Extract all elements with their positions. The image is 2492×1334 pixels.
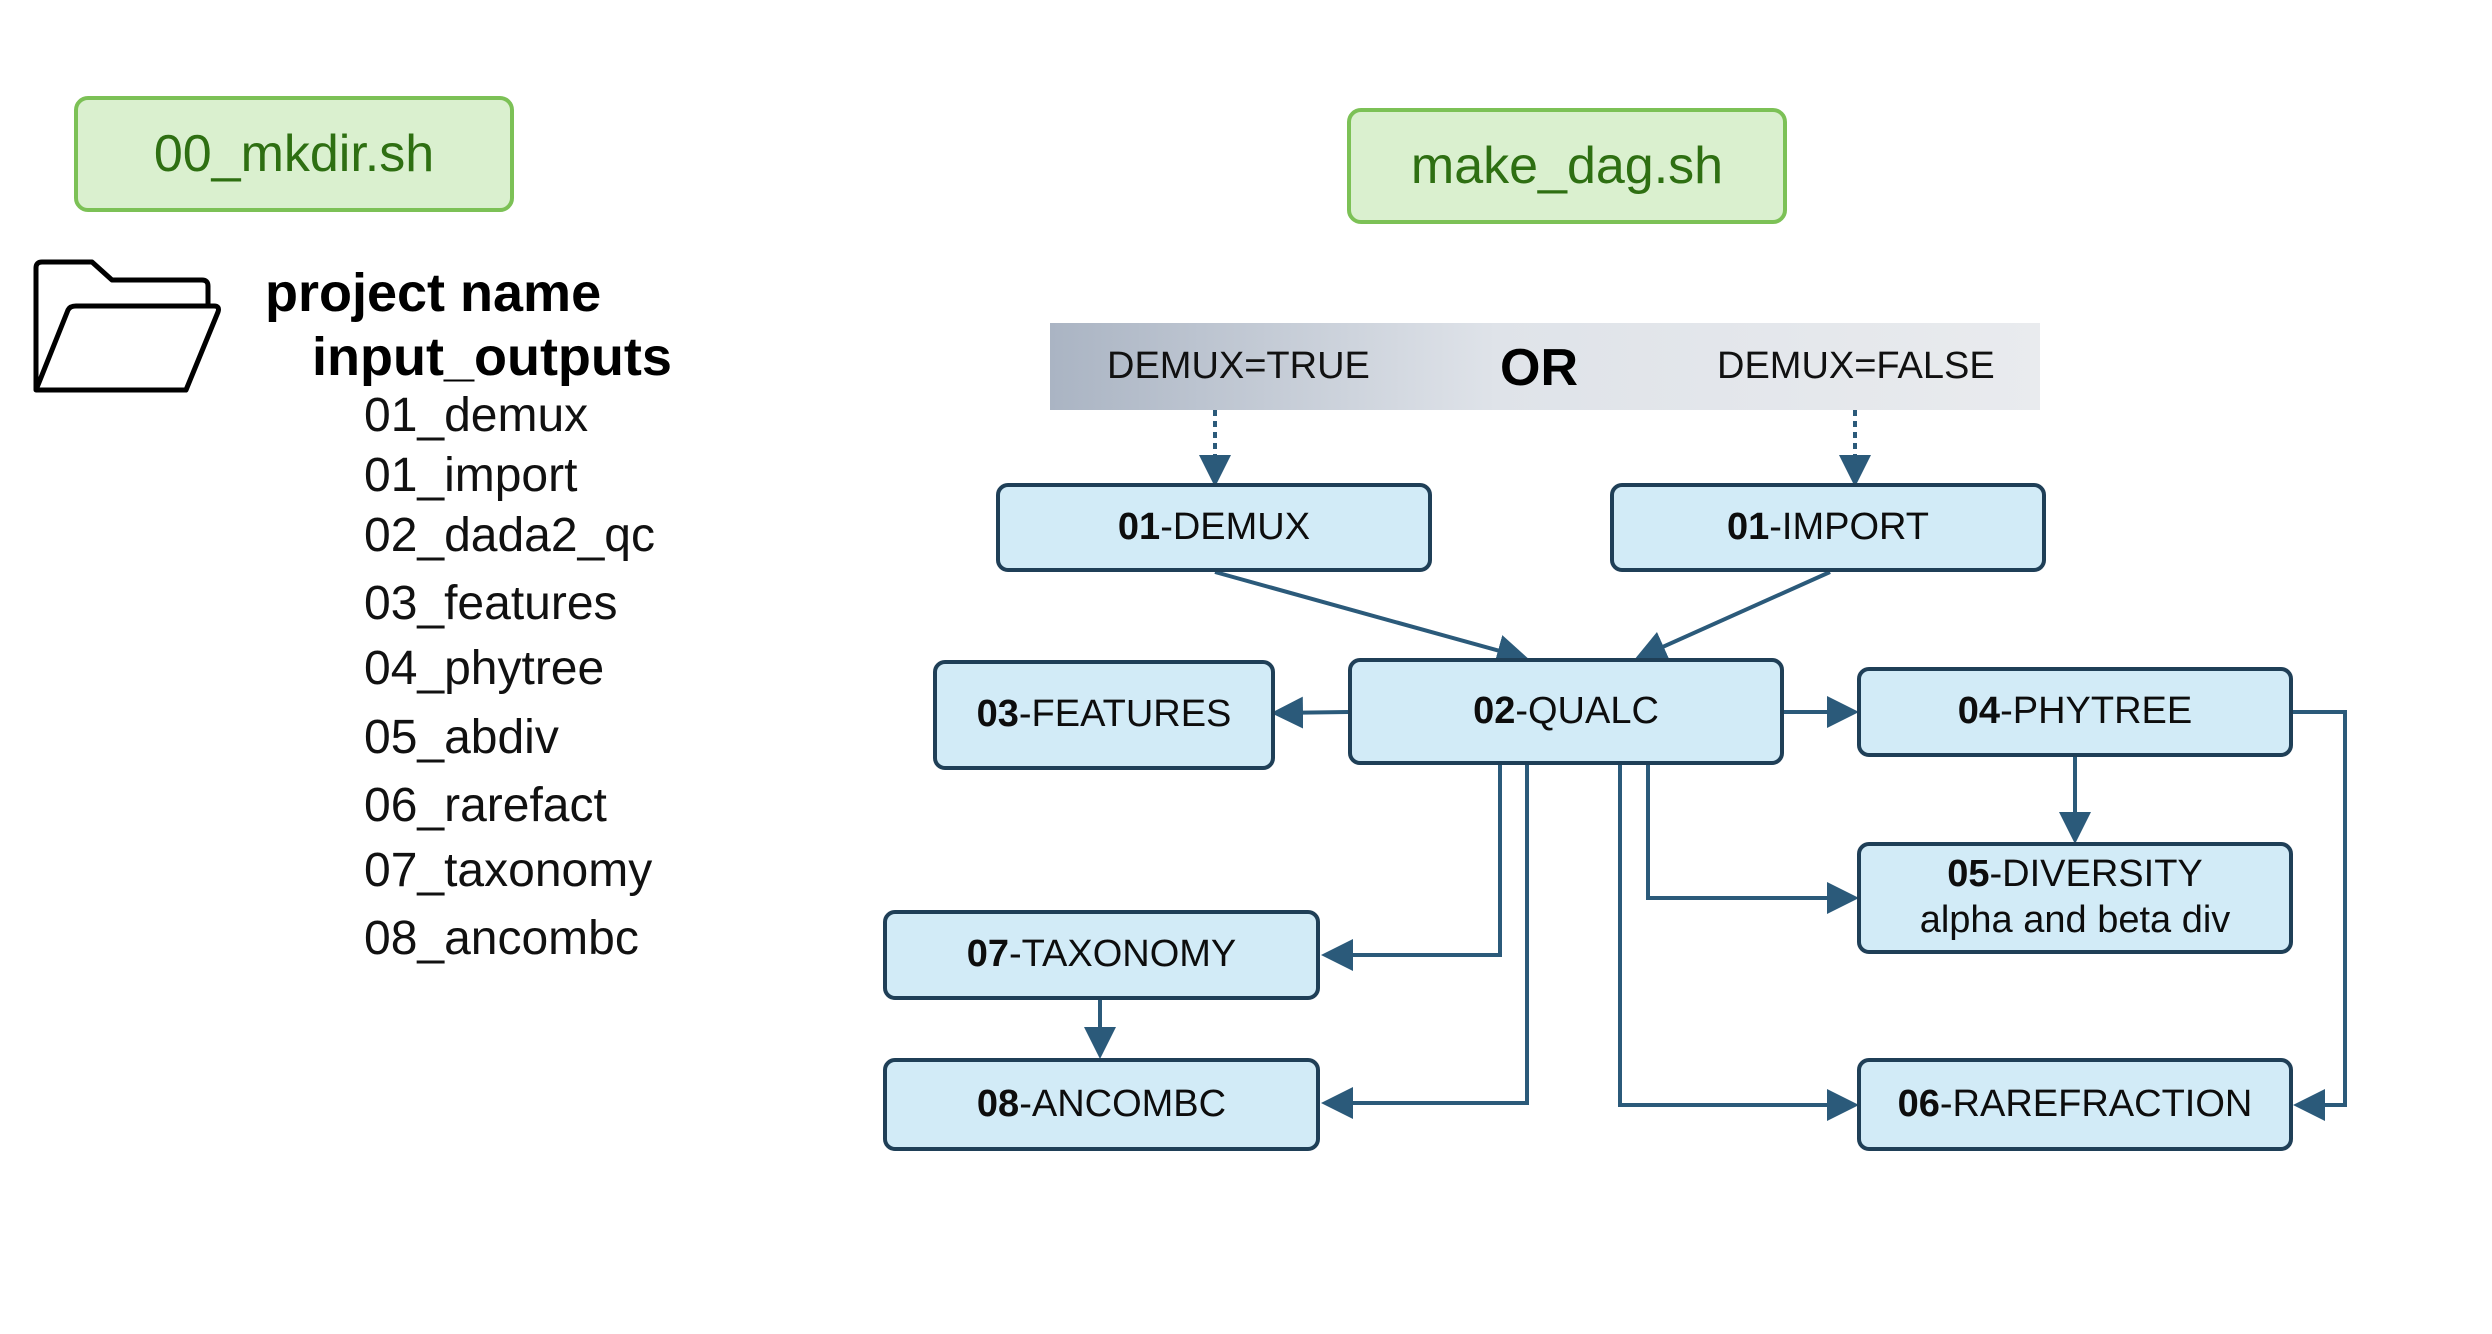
folder-item: 07_taxonomy [364,844,653,897]
edge-qualc-features [1271,696,1349,729]
folder-item: 08_ancombc [364,912,639,965]
edge-import-qualc [1634,570,1831,662]
tree-sub-label: input_outputs [312,327,672,387]
node-name: -ANCOMBC [1019,1082,1227,1125]
node-name: -DEMUX [1160,505,1311,548]
node-num: 01 [1726,505,1770,548]
node-name: -FEATURES [1018,693,1232,736]
node-phytree: 04-PHYTREE [1857,667,2293,757]
node-num: 03 [976,693,1019,736]
folder-item: 03_features [364,577,618,630]
node-name: -RAREFRACTION [1939,1082,2253,1125]
node-subtitle: alpha and beta div [1919,899,2231,941]
folder-item: 02_dada2_qc [364,509,655,562]
node-num: 02 [1473,689,1516,732]
make-dag-script-label: make_dag.sh [1410,137,1724,195]
node-num: 05 [1947,853,1990,896]
node-name: -PHYTREE [2000,690,2193,733]
node-taxonomy: 07-TAXONOMY [883,910,1320,1000]
edge-qualc-taxonomy [1321,765,1502,971]
edge-qualc-rarefraction [1618,765,1859,1121]
node-name: -QUALC [1515,689,1659,732]
node-diversity: 05-DIVERSITY alpha and beta div [1857,842,2293,954]
node-qualc: 02-QUALC [1348,658,1784,765]
folder-item: 04_phytree [364,642,605,695]
node-import: 01-IMPORT [1610,483,2046,572]
node-num: 06 [1897,1082,1940,1125]
demux-option-banner [1050,323,2040,410]
node-num: 01 [1117,505,1161,548]
edge-phytree-rarefraction [2293,710,2347,1121]
folder-item: 01_import [364,449,578,502]
edge-qualc-diversity [1646,765,1859,914]
folder-item: 06_rarefact [364,779,607,832]
make-dag-script-box: make_dag.sh [1347,108,1787,224]
node-num: 07 [966,933,1009,976]
folder-icon [33,259,221,393]
node-rarefraction: 06-RAREFRACTION [1857,1058,2293,1151]
edge-demux-qualc [1214,570,1529,666]
node-name: -TAXONOMY [1008,933,1237,976]
node-demux: 01-DEMUX [996,483,1432,572]
node-num: 08 [976,1082,1020,1125]
mkdir-script-box: 00_mkdir.sh [74,96,514,212]
edge-qualc-ancombc [1321,765,1529,1119]
node-features: 03-FEATURES [933,660,1275,770]
demux-true-label: DEMUX=TRUE [1107,345,1370,387]
tree-root-label: project name [265,263,602,323]
node-name: -DIVERSITY [1989,853,2203,896]
folder-item: 01_demux [364,389,589,442]
node-ancombc: 08-ANCOMBC [883,1058,1320,1151]
mkdir-script-label: 00_mkdir.sh [153,125,435,183]
node-name: -IMPORT [1769,505,1930,548]
or-label: OR [1500,339,1578,397]
demux-false-label: DEMUX=FALSE [1717,345,1995,387]
node-num: 04 [1957,690,2001,733]
folder-item: 05_abdiv [364,711,559,764]
